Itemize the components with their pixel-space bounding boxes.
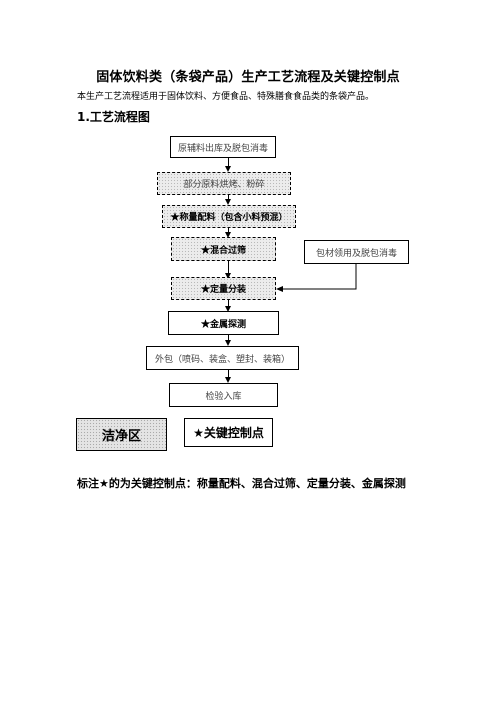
step-outer-packaging: 外包（喷码、装盒、塑封、装箱） [146,346,299,370]
step-bake-grind: 部分原料烘烤、粉碎 [157,172,291,195]
connector [228,335,229,341]
step-weighing-batching: ★称量配料（包含小料预混） [162,205,296,228]
step-metal-detection: ★金属探测 [168,311,279,335]
arrow-down [225,166,231,172]
arrow-down [225,377,231,383]
step-mixing-sieving: ★混合过筛 [171,237,276,261]
step-raw-material-release: 原辅料出库及脱包消毒 [170,136,276,158]
section-heading: 1.工艺流程图 [77,110,150,124]
connector [228,195,229,200]
step-packaging-material-disinfection: 包材领用及脱包消毒 [304,240,409,264]
arrow-down [225,232,231,238]
step-quantitative-filling: ★定量分装 [171,277,276,300]
arrow-down [225,273,231,279]
document-title: 固体饮料类（条袋产品）生产工艺流程及关键控制点 [96,70,400,85]
connector [228,370,229,378]
footnote: 标注★的为关键控制点：称量配料、混合过筛、定量分装、金属探测 [77,477,406,490]
connector [228,158,229,167]
arrow-down [225,199,231,205]
connector [228,228,229,233]
intro-text: 本生产工艺流程适用于固体饮料、方便食品、特殊膳食食品类的条袋产品。 [77,92,375,102]
arrow-down [225,340,231,346]
side-branch-connector [276,264,357,292]
arrow-down [225,306,231,312]
connector [228,300,229,307]
connector [228,261,229,274]
legend-clean-zone: 洁净区 [76,418,167,451]
step-inspection-storage: 检验入库 [169,383,278,407]
legend-key-control-point: ★关键控制点 [184,418,273,447]
